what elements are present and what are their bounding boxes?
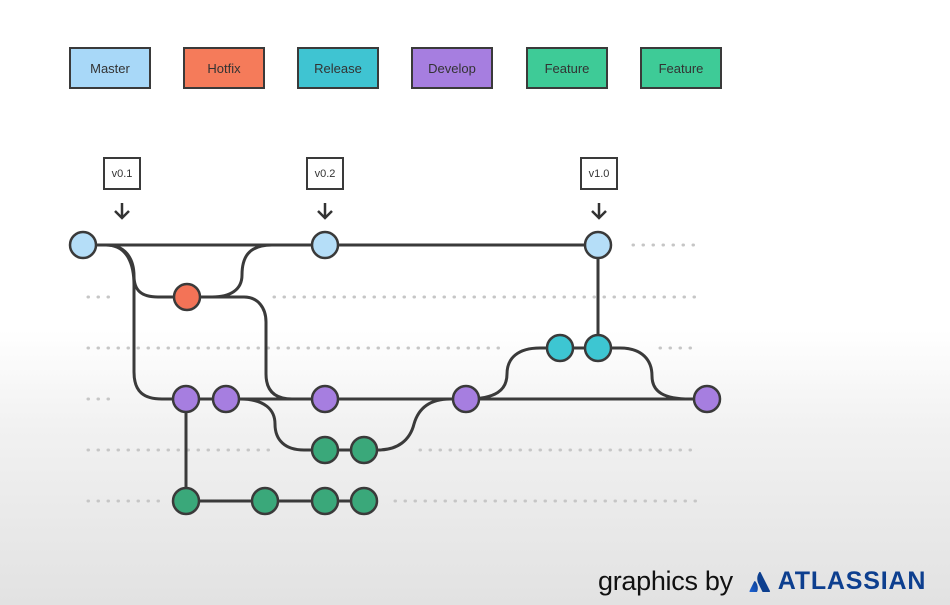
develop-start-line — [105, 243, 163, 401]
credit-text: graphics by — [598, 566, 733, 596]
develop-commit — [692, 384, 722, 414]
legend-feature-2-label: Feature — [658, 60, 704, 76]
legend-feature-1: Feature — [526, 47, 608, 89]
down-arrow-icon — [591, 203, 607, 220]
version-tag-v1-0-label: v1.0 — [588, 167, 610, 180]
commits — [68, 230, 722, 516]
release-branch-line — [465, 346, 691, 401]
down-arrow-icon — [114, 203, 130, 220]
hotfix-to-develop-line — [200, 295, 293, 401]
feature-commit — [349, 486, 379, 516]
release-commit — [583, 333, 613, 363]
legend-develop: Develop — [411, 47, 493, 89]
develop-commit — [310, 384, 340, 414]
branch-lines — [83, 243, 707, 503]
feature-commit — [310, 435, 340, 465]
legend-release: Release — [297, 47, 379, 89]
version-tag-v0-2: v0.2 — [306, 157, 344, 190]
legend-master: Master — [69, 47, 151, 89]
atlassian-wordmark: ATLASSIAN — [777, 567, 927, 595]
feature-commit — [250, 486, 280, 516]
feature-commit — [310, 486, 340, 516]
version-tag-v0-2-label: v0.2 — [314, 167, 336, 180]
atlassian-logo: ATLASSIAN — [749, 567, 926, 596]
master-commit — [583, 230, 613, 260]
release-commit — [545, 333, 575, 363]
atlassian-logo-icon — [749, 571, 770, 592]
version-tag-v1-0: v1.0 — [580, 157, 618, 190]
version-tag-v0-1-label: v0.1 — [111, 167, 133, 180]
hotfix-commit — [172, 282, 202, 312]
dotted-guides — [86, 243, 699, 503]
credit: graphics by ATLASSIAN — [598, 566, 926, 597]
legend-feature-2: Feature — [640, 47, 722, 89]
feature-commit — [349, 435, 379, 465]
master-commit — [68, 230, 98, 260]
legend-release-label: Release — [314, 60, 362, 76]
feature-1-branch-line — [239, 397, 451, 452]
develop-commit — [171, 384, 201, 414]
down-arrow-icon — [317, 203, 333, 220]
legend-master-label: Master — [90, 60, 130, 76]
develop-commit — [211, 384, 241, 414]
legend-develop-label: Develop — [428, 60, 476, 76]
legend-hotfix-label: Hotfix — [207, 60, 241, 76]
legend-hotfix: Hotfix — [183, 47, 265, 89]
master-commit — [310, 230, 340, 260]
legend-feature-1-label: Feature — [544, 60, 590, 76]
feature-commit — [171, 486, 201, 516]
version-tag-v0-1: v0.1 — [103, 157, 141, 190]
develop-commit — [451, 384, 481, 414]
